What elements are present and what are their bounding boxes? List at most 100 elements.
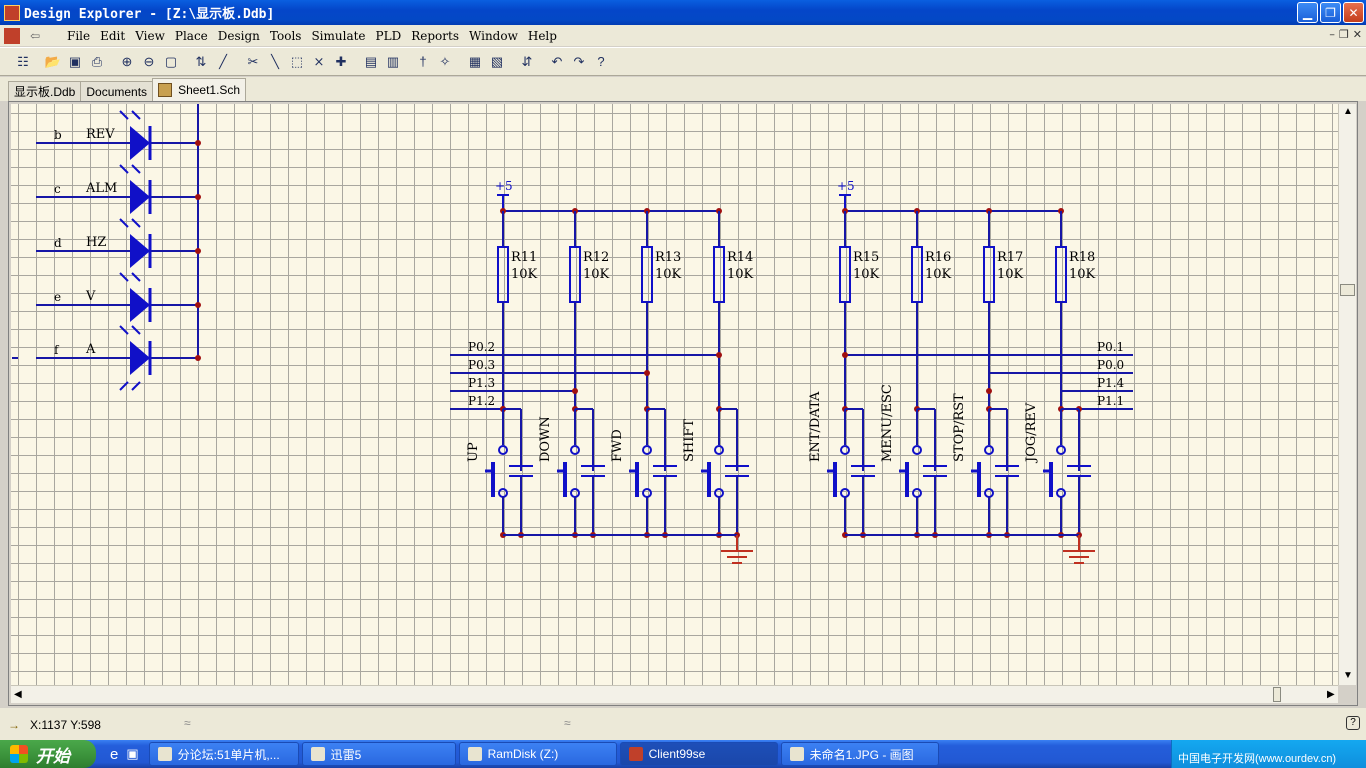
junction-dot (195, 140, 201, 146)
undo-icon[interactable]: ↶ (551, 53, 563, 69)
highlight-icon[interactable]: ✧ (439, 53, 451, 69)
vertical-scrollbar[interactable]: ▲ ▼ (1338, 104, 1356, 685)
help-icon[interactable]: ? (597, 54, 605, 69)
doc-restore-icon[interactable]: ❐ (1338, 28, 1349, 41)
start-label: 开始 (36, 746, 70, 766)
align-icon[interactable]: ⇵ (521, 53, 533, 69)
document-tabs: 显示板.Ddb Documents Sheet1.Sch (0, 77, 1366, 101)
resistor-body (641, 246, 653, 303)
minimize-button[interactable]: ▁ (1297, 2, 1318, 23)
resistor-value: 10K (1069, 267, 1096, 282)
app-icon (4, 4, 20, 21)
task-ramdisk-label: RamDisk (Z:) (487, 747, 559, 761)
taskbar: 开始 e ▣ 分论坛:51单片机,... 迅雷5 RamDisk (Z:) Cl… (0, 740, 1366, 768)
task-forum[interactable]: 分论坛:51单片机,... (148, 742, 299, 766)
menu-reports[interactable]: Reports (411, 28, 459, 43)
explorer-arrow-icon[interactable]: ⇦ (30, 28, 41, 43)
wire-icon[interactable]: ╱ (219, 53, 227, 69)
print-icon[interactable]: ⎙ (91, 53, 103, 69)
led-ray (119, 218, 129, 228)
start-button[interactable]: 开始 (0, 740, 96, 768)
task-xunlei[interactable]: 迅雷5 (301, 742, 456, 766)
led-pin-label: d (54, 236, 62, 250)
switch-label: STOP/RST (952, 393, 967, 462)
task-client99se[interactable]: Client99se (619, 742, 778, 766)
cursor-coordinates: X:1137 Y:598 (30, 718, 101, 732)
menu-file[interactable]: File (67, 28, 91, 43)
tab-database[interactable]: 显示板.Ddb (8, 81, 82, 101)
doc-close-icon[interactable]: ✕ (1352, 28, 1362, 41)
tray-watermark-text: 中国电子开发网(www.ourdev.cn) (1178, 753, 1337, 765)
menu-design[interactable]: Design (217, 28, 260, 43)
hierarchy-icon[interactable]: ⇅ (195, 53, 207, 69)
close-button[interactable]: ✕ (1343, 2, 1364, 23)
cut-icon[interactable]: ✂ (247, 53, 259, 69)
status-grip-icon: ≈ (184, 716, 191, 730)
menu-view[interactable]: View (135, 28, 165, 43)
select-icon[interactable]: ⬚ (290, 53, 304, 69)
scroll-up-icon[interactable]: ▲ (1343, 106, 1353, 117)
library-icon[interactable]: ▤ (364, 53, 378, 69)
scroll-right-icon[interactable]: ▶ (1327, 689, 1335, 700)
horizontal-scrollbar[interactable]: ◀ ▶ (11, 685, 1338, 703)
redo-icon[interactable]: ↷ (573, 53, 585, 69)
resistor-value: 10K (853, 267, 880, 282)
title-bar[interactable]: Design Explorer - [Z:\显示板.Ddb] ▁ ❐ ✕ (0, 0, 1366, 25)
menu-pld[interactable]: PLD (375, 28, 402, 43)
resistor-body (983, 246, 995, 303)
menu-edit[interactable]: Edit (100, 28, 126, 43)
line-icon[interactable]: ╲ (271, 53, 279, 69)
menu-help[interactable]: Help (527, 28, 557, 43)
xunlei-icon (310, 747, 325, 761)
move-icon[interactable]: ✚ (335, 53, 347, 69)
net-label: P0.2 (468, 340, 495, 354)
open-icon[interactable]: 📂 (44, 53, 62, 69)
junction-dot (195, 302, 201, 308)
menu-simulate[interactable]: Simulate (311, 28, 366, 43)
task-ramdisk[interactable]: RamDisk (Z:) (458, 742, 617, 766)
task-paint[interactable]: 未命名1.JPG - 画图 (780, 742, 939, 766)
help-status-icon[interactable]: ? (1346, 716, 1360, 730)
zoom-out-icon[interactable]: ⊖ (143, 53, 155, 69)
ie-icon[interactable]: e (110, 745, 119, 763)
resistor-value: 10K (997, 267, 1024, 282)
browse-icon[interactable]: ▥ (386, 53, 400, 69)
menu-tools[interactable]: Tools (269, 28, 302, 43)
led-name-label: V (85, 289, 96, 304)
net-label: P1.1 (1097, 394, 1124, 408)
resistor-body (497, 246, 509, 303)
task-xunlei-label: 迅雷5 (330, 747, 362, 762)
deselect-icon[interactable]: ⨯ (313, 53, 325, 69)
ie-task-icon (157, 747, 172, 761)
switch-contact (912, 488, 922, 498)
scroll-down-icon[interactable]: ▼ (1343, 670, 1353, 681)
tree-icon[interactable]: ☷ (17, 53, 29, 69)
tab-documents[interactable]: Documents (80, 81, 154, 101)
switch-contact (570, 488, 580, 498)
scroll-left-icon[interactable]: ◀ (14, 689, 22, 700)
menu-place[interactable]: Place (174, 28, 208, 43)
save-icon[interactable]: ▣ (68, 53, 82, 69)
netlist-icon[interactable]: ▦ (468, 53, 482, 69)
restore-button[interactable]: ❐ (1320, 2, 1341, 23)
vertical-scroll-thumb[interactable] (1340, 284, 1355, 296)
annotate-icon[interactable]: ▧ (490, 53, 504, 69)
resistor-body (569, 246, 581, 303)
menu-window[interactable]: Window (468, 28, 518, 43)
tab-documents-label: Documents (86, 84, 148, 99)
led-triangle (130, 180, 150, 214)
horizontal-scroll-thumb[interactable] (1273, 687, 1281, 702)
probe-icon[interactable]: † (419, 54, 427, 69)
doc-minimize-icon[interactable]: – (1329, 28, 1335, 41)
zoom-fit-icon[interactable]: ▢ (164, 53, 178, 69)
led-name-label: A (85, 342, 96, 357)
tab-sheet1[interactable]: Sheet1.Sch (152, 78, 247, 101)
switch-contact (570, 445, 580, 455)
zoom-in-icon[interactable]: ⊕ (121, 53, 133, 69)
document-icon[interactable] (4, 27, 20, 44)
desktop-icon[interactable]: ▣ (126, 746, 139, 761)
switch-label: DOWN (538, 416, 553, 462)
net-label: P1.2 (468, 394, 495, 408)
